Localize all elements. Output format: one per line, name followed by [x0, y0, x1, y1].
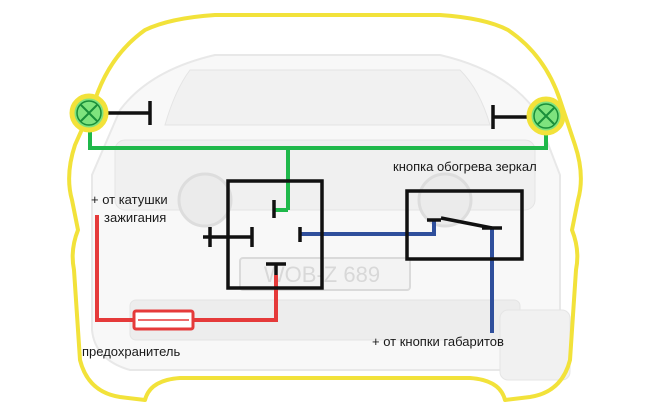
ground-left-icon	[101, 101, 152, 125]
ignition-label-line1: + от катушки	[91, 192, 168, 207]
relay-icon	[226, 179, 324, 290]
car-outline	[67, 13, 583, 402]
lamp-left-icon	[69, 93, 109, 133]
switch-icon	[405, 189, 524, 261]
power-wire	[95, 215, 278, 322]
lamp-right-icon	[526, 96, 566, 136]
switch-contacts	[427, 216, 502, 230]
parking-lights-label: + от кнопки габаритов	[372, 334, 504, 349]
lamp-wires	[88, 127, 548, 212]
fuse-label: предохранитель	[82, 344, 181, 359]
car-photo-background: WOB-Z 689	[91, 54, 571, 381]
mirror-button-label: кнопка обогрева зеркал	[393, 159, 537, 174]
relay-terminals	[203, 200, 302, 275]
control-wires	[300, 221, 494, 333]
ignition-label-line2: зажигания	[104, 210, 167, 225]
